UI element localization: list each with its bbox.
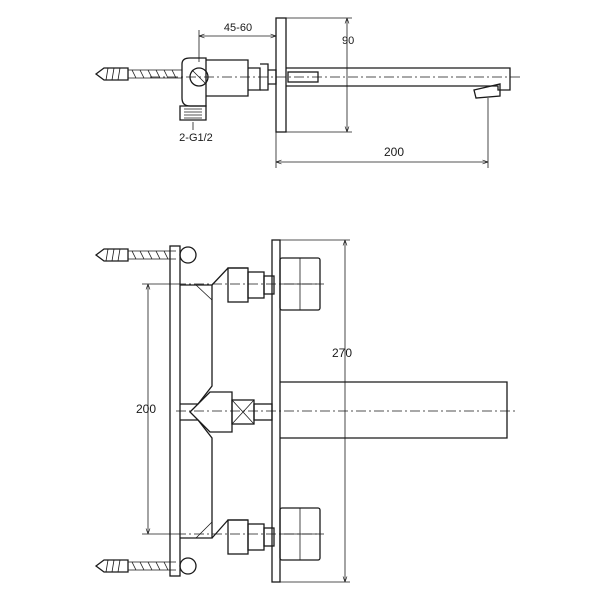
dim-top-thread: 2-G1/2 [179, 122, 213, 144]
dim-top-offset: 45-60 [198, 22, 276, 62]
front-spout [280, 381, 508, 439]
dim-front-spacing: 200 [136, 283, 176, 535]
front-anchor-screw-top [94, 246, 197, 264]
top-valve-body [179, 57, 277, 121]
dim-top-spout-label: 200 [384, 145, 404, 159]
dim-top-height: 90 [286, 17, 354, 133]
dim-top-height-label: 90 [342, 35, 354, 47]
top-view: 45-60 90 200 2-G1/2 [94, 17, 520, 168]
front-lower-handle [227, 507, 321, 561]
dim-front-height: 270 [280, 239, 352, 583]
top-anchor-screw [94, 67, 182, 81]
dim-top-offset-label: 45-60 [224, 22, 252, 34]
top-wall-plate [275, 17, 287, 133]
dim-front-spacing-label: 200 [136, 402, 156, 416]
top-spout [286, 67, 511, 99]
front-view: 270 200 [94, 239, 518, 583]
front-valve-body [180, 267, 248, 539]
dim-top-spout: 200 [275, 98, 489, 168]
front-center-connector [231, 399, 273, 425]
dim-front-height-label: 270 [332, 346, 352, 360]
front-anchor-screw-bottom [94, 557, 197, 575]
dim-top-thread-label: 2-G1/2 [179, 132, 213, 144]
